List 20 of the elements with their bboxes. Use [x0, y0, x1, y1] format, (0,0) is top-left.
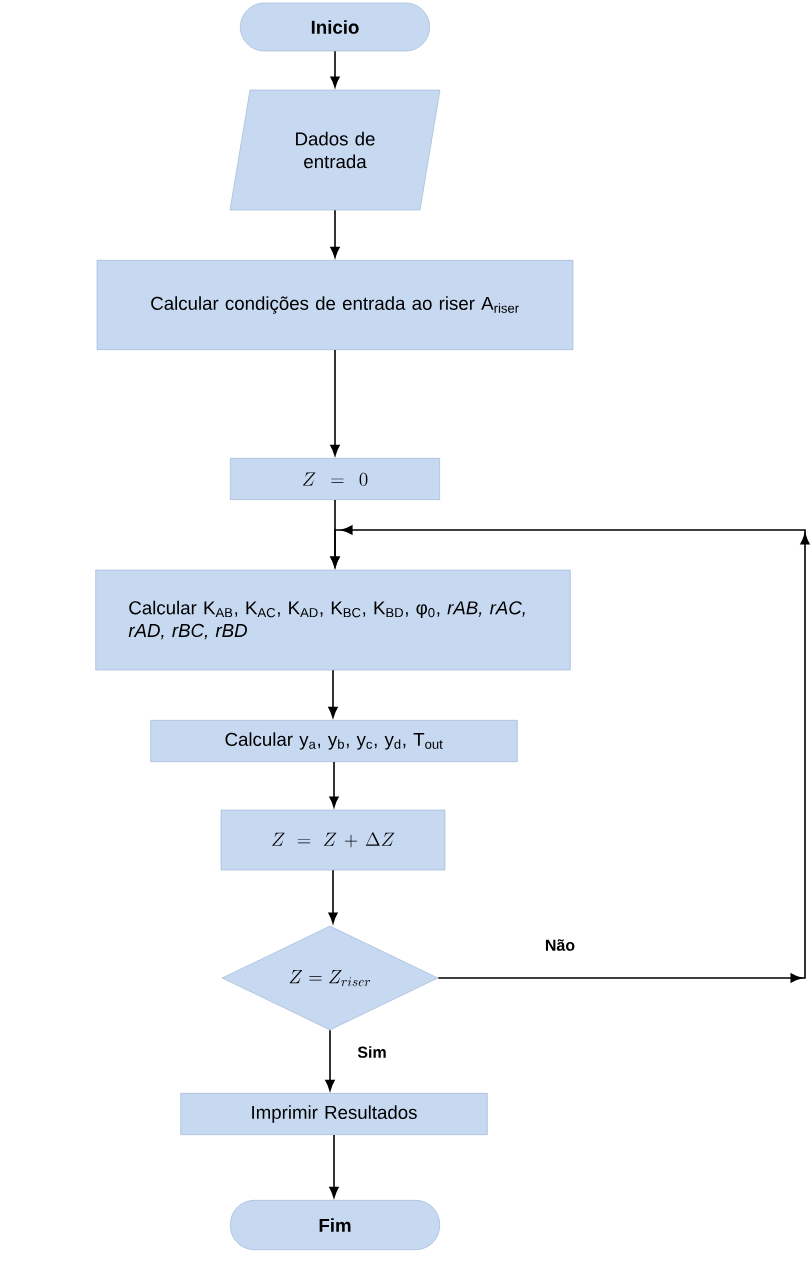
process-box: Calcular condições de entrada ao riser A$_{riser}$ [96, 260, 574, 350]
process-box: Calcular y$_{a}$, y$_{b}$, y$_{c}$, y$_{d}$, T$_{out}$ [150, 720, 518, 762]
edge-label: Sim [354, 1043, 390, 1061]
arrow [330, 50, 340, 88]
arrow [328, 669, 338, 718]
process-box: $Z = Z + \Delta Z$ [220, 809, 446, 871]
arrow [329, 761, 339, 808]
process-box: Calcular K$_{AB}$, K$_{AC}$, K$_{AD}$, K$_{BC}$, K$_{BD}$, φ$_{0}$, rAB, rAC, rAD, rBC, rBD [95, 569, 571, 671]
arrow [330, 209, 340, 258]
arrow [325, 1029, 335, 1091]
arrow [330, 525, 810, 983]
terminal-capsule: Inicio [240, 2, 430, 52]
arrow [330, 349, 340, 456]
process-box: Imprimir Resultados [180, 1093, 488, 1135]
process-box: $Z = 0$ [230, 458, 440, 500]
input-parallelogram: Dados de entrada [229, 89, 441, 211]
arrow [329, 1134, 339, 1198]
terminal-capsule: Fim [230, 1200, 440, 1250]
arrow [328, 869, 338, 924]
edge-label: Não [542, 936, 578, 954]
